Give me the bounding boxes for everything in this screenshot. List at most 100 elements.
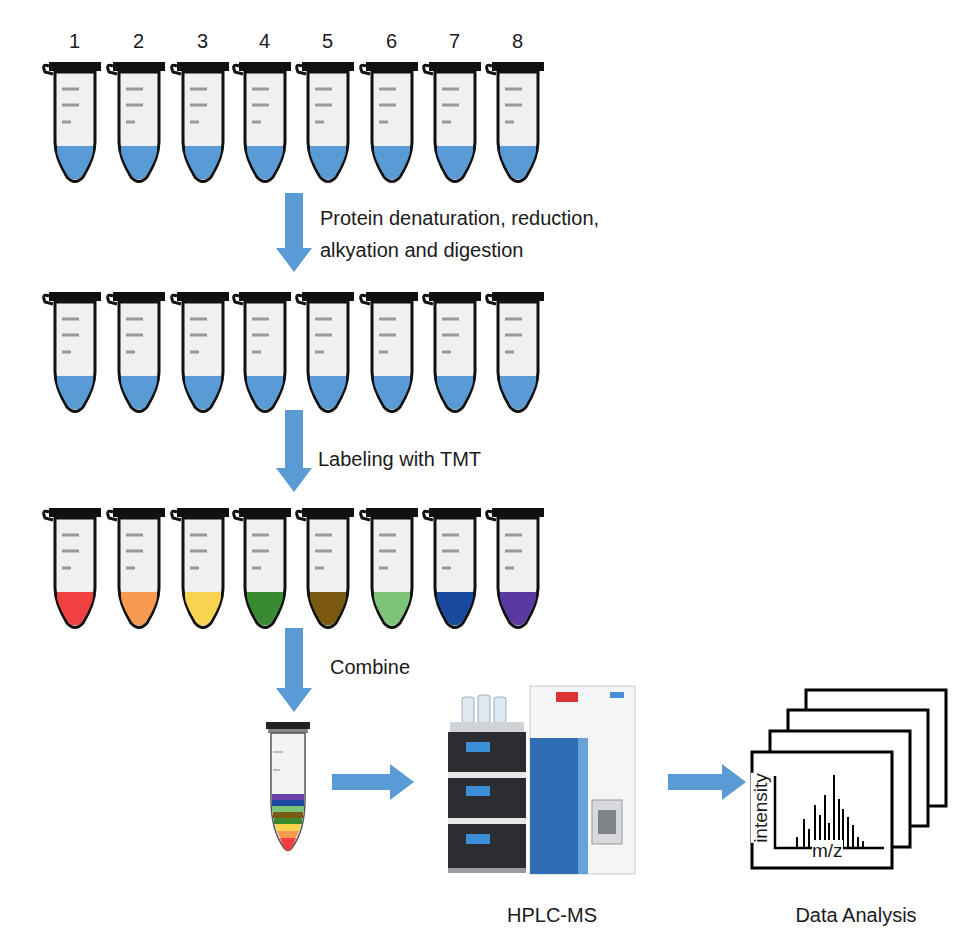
instrument-node: HPLC-MS [440,684,664,928]
tube-cap [366,508,418,517]
tube-body [435,72,475,182]
graduation [379,88,396,91]
graduation [126,121,135,124]
graduation [62,567,71,570]
tube-hinge [487,511,496,520]
tube-cap [302,292,354,301]
graduation [126,104,143,107]
tube-cap [177,292,229,301]
tube-hinge [424,295,433,304]
tube-hinge [297,295,306,304]
spectrum-axes [775,776,884,848]
tube-hinge [487,295,496,304]
tube-number: 7 [449,26,460,56]
tube-liquid [57,592,93,626]
graduation [126,334,143,337]
graduation [505,334,522,337]
tube-cap [113,292,165,301]
sample-tube [487,508,544,628]
sample-tube [234,62,291,182]
tube-liquid [185,592,221,626]
tube-number: 1 [69,26,80,56]
tube-body [372,72,412,182]
graduation [190,351,199,354]
tube-cap [177,508,229,517]
sample-tube [297,62,354,182]
tube-hinge [108,65,117,74]
graduation [379,567,388,570]
spectrum-peak [796,837,798,847]
tube-liquid [121,376,157,410]
tube-hinge [44,65,53,74]
sample-tube [44,508,101,628]
graduation [190,334,207,337]
spectrum-stack [752,690,946,868]
graduation [505,88,522,91]
graduation [252,550,269,553]
graduation [379,104,396,107]
spectrum-bars [797,775,863,847]
tube-hinge [172,65,181,74]
tube-number: 6 [386,26,397,56]
tube-liquid [437,146,473,180]
tube-body [308,302,348,412]
spectrum-peak [862,841,864,847]
tube-body [372,518,412,628]
graduation [190,567,199,570]
sample-tube [172,508,229,628]
graduation [126,318,143,321]
sample-tube [424,508,481,628]
tube-liquid [121,146,157,180]
tube-hinge [361,295,370,304]
graduation [252,88,269,91]
graduation [252,104,269,107]
tube-body [372,302,412,412]
tube-hinge [172,295,181,304]
graduation [252,334,269,337]
graduation [442,334,459,337]
tube-body [183,72,223,182]
tube-cap [239,508,291,517]
graduation [62,104,79,107]
tube-liquid [247,592,283,626]
graduation [190,104,207,107]
graduation [442,104,459,107]
graduation [315,550,332,553]
graduation [505,550,522,553]
spectrum-peak [833,775,835,847]
graduation [252,318,269,321]
tube-body [119,72,159,182]
tube-hinge [108,511,117,520]
tube-cap [492,508,544,517]
tube-liquid [121,592,157,626]
graduation [315,534,332,537]
tube-body [245,302,285,412]
tube-cap [49,292,101,301]
tube-liquid [437,376,473,410]
tube-liquid [374,376,410,410]
tube-body [308,72,348,182]
spectrum-peak [852,825,854,847]
tube-body [435,302,475,412]
tube-liquid [500,376,536,410]
graduation [442,534,459,537]
tube-number: 8 [512,26,523,56]
tube-cap [366,292,418,301]
tube-cap [239,62,291,71]
graduation [126,550,143,553]
tube-hinge [234,65,243,74]
graduation [252,567,261,570]
tube-liquid [500,146,536,180]
tube-hinge [361,65,370,74]
sample-tube [361,62,418,182]
sample-tube [424,292,481,412]
tube-hinge [361,511,370,520]
tube-liquid [310,146,346,180]
analysis-node: Data Analysis [748,684,964,928]
tube-body [308,518,348,628]
tube-body [119,302,159,412]
tube-cap [177,62,229,71]
tube-cap [492,292,544,301]
tube-liquid [310,592,346,626]
